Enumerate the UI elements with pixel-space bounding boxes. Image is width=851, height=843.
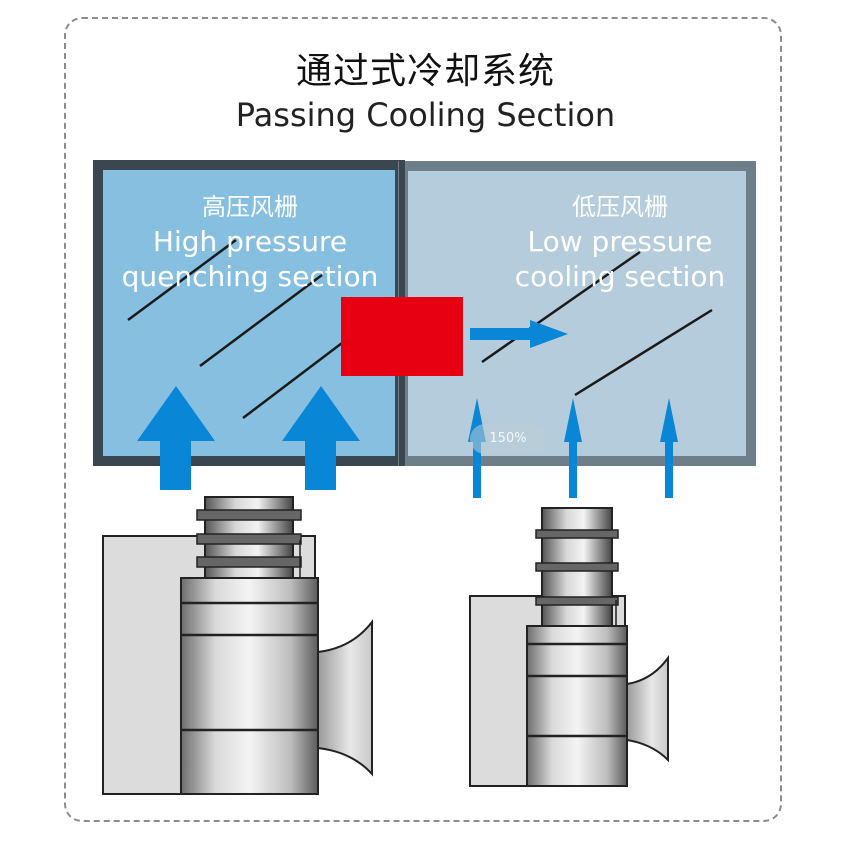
airflow-lines-low <box>481 250 713 397</box>
high-pressure-blower <box>102 496 373 795</box>
high-pressure-arrow-right-icon <box>282 386 360 490</box>
low-pressure-blower <box>469 507 669 787</box>
title-english: Passing Cooling Section <box>235 96 616 134</box>
high-pressure-label-cn: 高压风栅 <box>202 193 298 221</box>
workpiece-block <box>341 297 463 376</box>
high-pressure-label-en-2: quenching section <box>121 260 379 293</box>
airflow-lines-high <box>127 238 343 419</box>
dashed-frame <box>64 17 782 822</box>
high-pressure-arrow-left-icon <box>137 386 215 490</box>
low-pressure-label-en-1: Low pressure <box>527 225 713 258</box>
high-pressure-label-en-1: High pressure <box>152 225 348 258</box>
low-pressure-label-cn: 低压风栅 <box>572 193 668 221</box>
conveying-arrow-icon <box>470 320 568 348</box>
low-pressure-label-en-2: cooling section <box>514 260 726 293</box>
title-chinese: 通过式冷却系统 <box>295 51 555 92</box>
zoom-level-badge[interactable]: 150% <box>470 424 546 454</box>
